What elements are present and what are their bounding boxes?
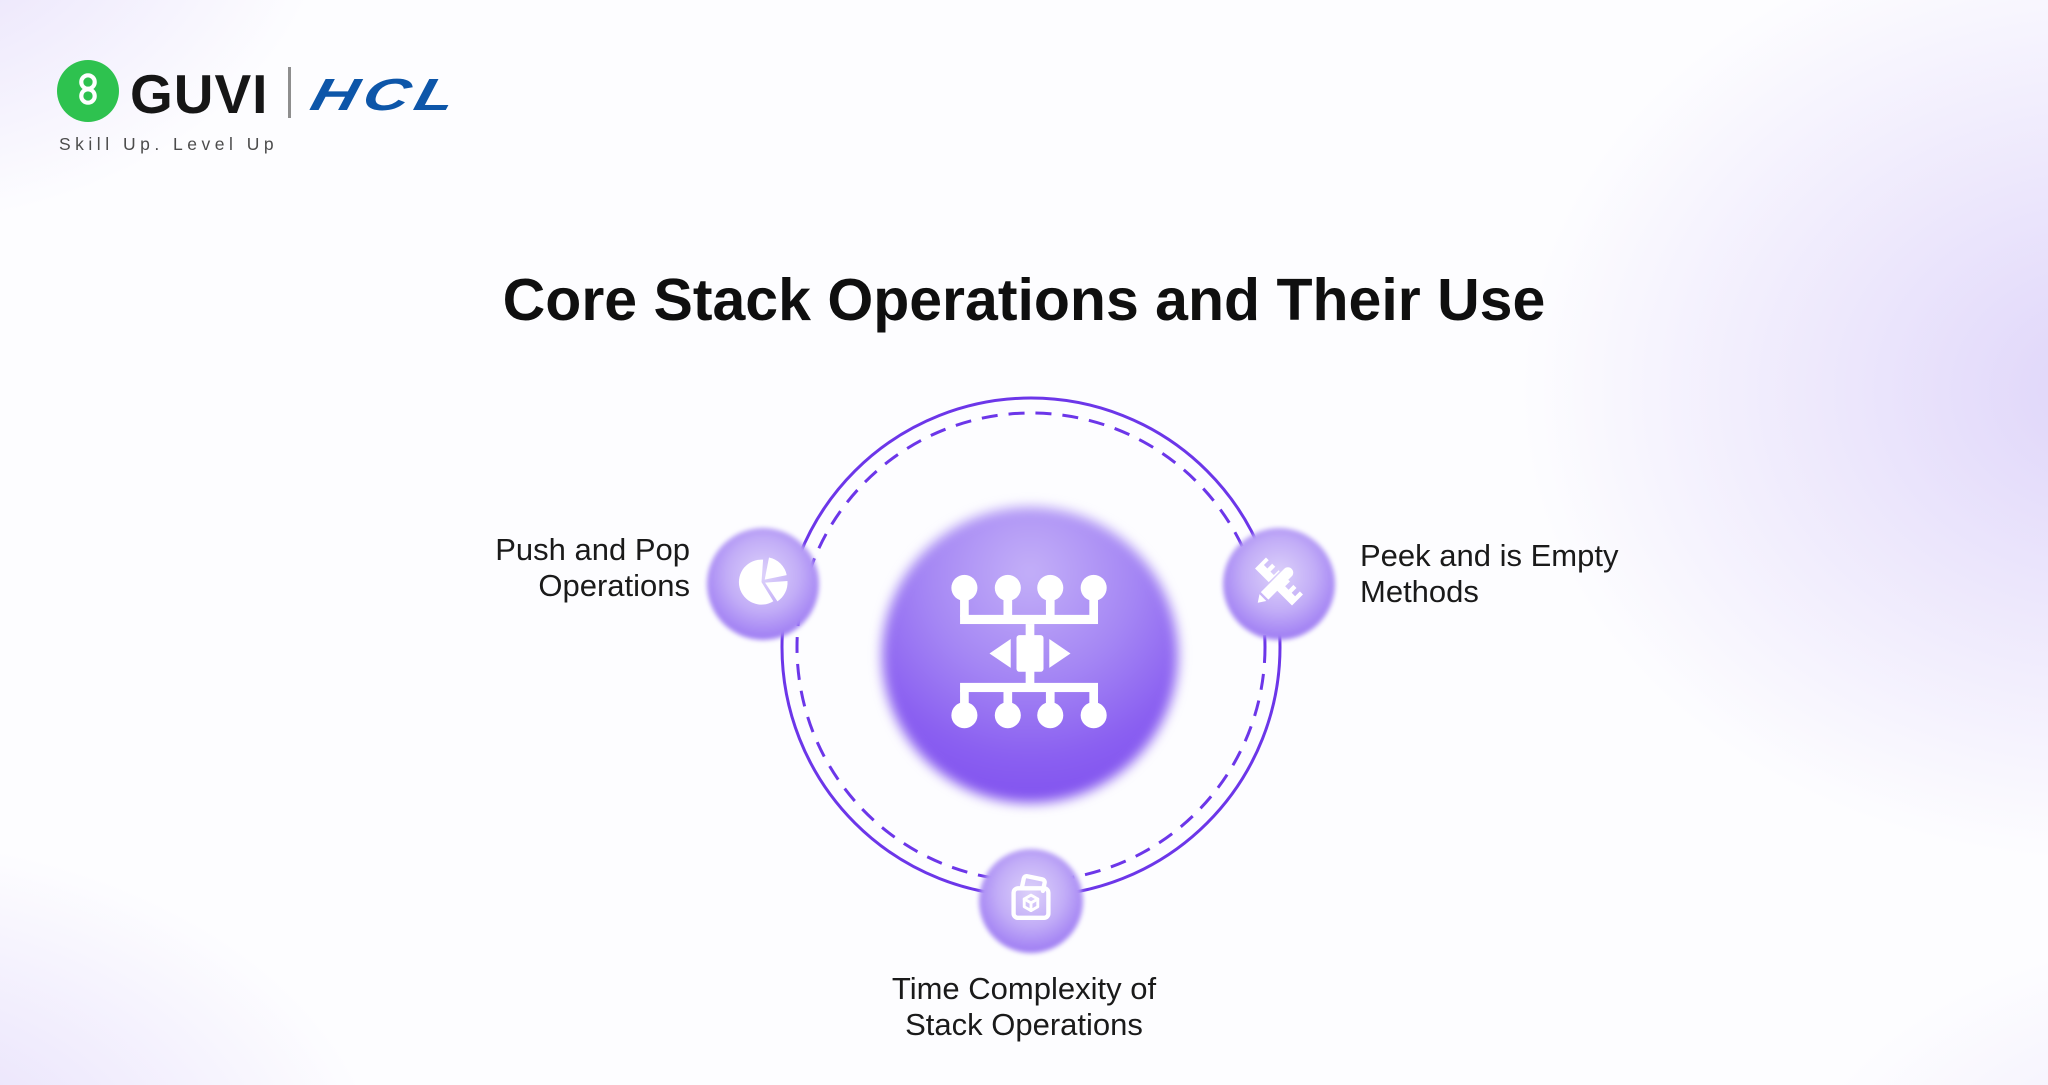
node-time-complexity — [979, 849, 1083, 953]
node-gradient-circle — [707, 528, 819, 640]
logo-divider — [288, 67, 291, 118]
guvi-wordmark: GUVI — [130, 63, 269, 125]
node-push-pop — [707, 528, 819, 640]
node-label-time-complexity: Time Complexity of Stack Operations — [0, 971, 2048, 1043]
hub-node — [882, 507, 1178, 803]
guvi-logo-mark — [57, 60, 119, 122]
inner-dashed-ring — [795, 411, 1267, 883]
page-title: Core Stack Operations and Their Use — [502, 266, 1546, 333]
node-peek-isempty — [1223, 528, 1335, 640]
brand-tagline: Skill Up. Level Up — [59, 134, 279, 154]
stack-distribution-icon — [948, 571, 1112, 740]
label-line: Peek and is Empty — [1360, 538, 1619, 573]
label-line: Time Complexity of — [891, 971, 1157, 1006]
label-line: Operations — [538, 568, 690, 603]
label-line: Push and Pop — [495, 532, 690, 567]
label-line: Methods — [1360, 574, 1479, 609]
guvi-g-icon — [66, 67, 110, 116]
node-label-push-pop: Push and Pop Operations — [495, 532, 690, 604]
label-line: Stack Operations — [905, 1007, 1143, 1042]
pie-chart-icon — [733, 552, 793, 617]
package-cube-icon — [1002, 870, 1060, 933]
ruler-pencil-icon — [1248, 551, 1310, 618]
hcl-wordmark: HCL — [305, 69, 467, 120]
node-gradient-circle — [979, 849, 1083, 953]
node-label-peek-isempty: Peek and is Empty Methods — [1360, 538, 1618, 610]
